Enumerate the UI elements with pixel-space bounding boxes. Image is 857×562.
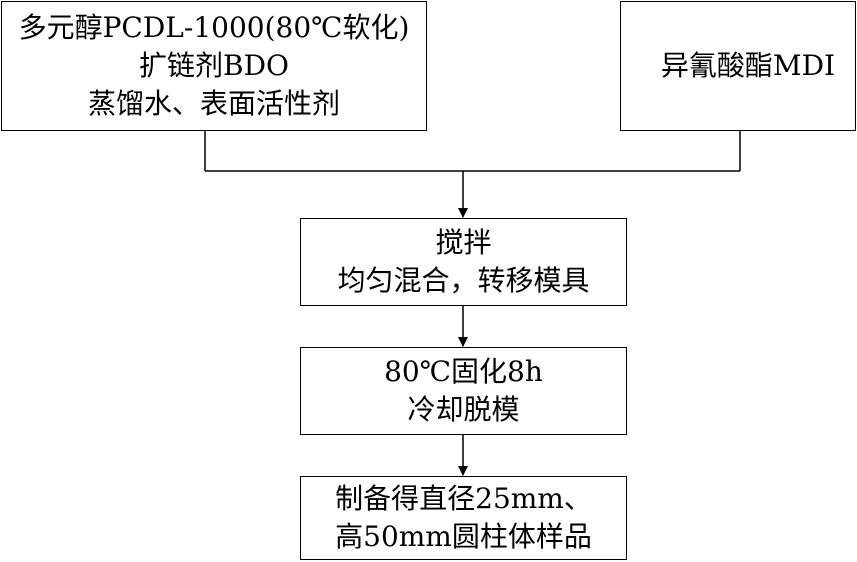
- sample-step-box: 制备得直径25mm、 高50mm圆柱体样品: [300, 476, 627, 560]
- curing-step-box: 80℃固化8h 冷却脱模: [300, 347, 627, 435]
- raw-materials-box: 多元醇PCDL-1000(80℃软化) 扩链剂BDO 蒸馏水、表面活性剂: [1, 1, 427, 131]
- sample-diameter-label: 制备得直径25mm、: [335, 482, 592, 515]
- mixing-step-box: 搅拌 均匀混合，转移模具: [300, 218, 627, 306]
- chain-extender-label: 扩链剂BDO: [139, 49, 289, 82]
- stir-label: 搅拌: [435, 226, 492, 259]
- isocyanate-box: 异氰酸酯MDI: [620, 1, 856, 131]
- water-surfactant-label: 蒸馏水、表面活性剂: [87, 87, 340, 120]
- polyol-label: 多元醇PCDL-1000(80℃软化): [18, 11, 410, 44]
- sample-height-label: 高50mm圆柱体样品: [335, 520, 592, 553]
- mix-transfer-label: 均匀混合，转移模具: [337, 264, 590, 297]
- cure-condition-label: 80℃固化8h: [384, 355, 543, 388]
- isocyanate-label: 异氰酸酯MDI: [660, 49, 836, 82]
- demold-label: 冷却脱模: [407, 393, 520, 426]
